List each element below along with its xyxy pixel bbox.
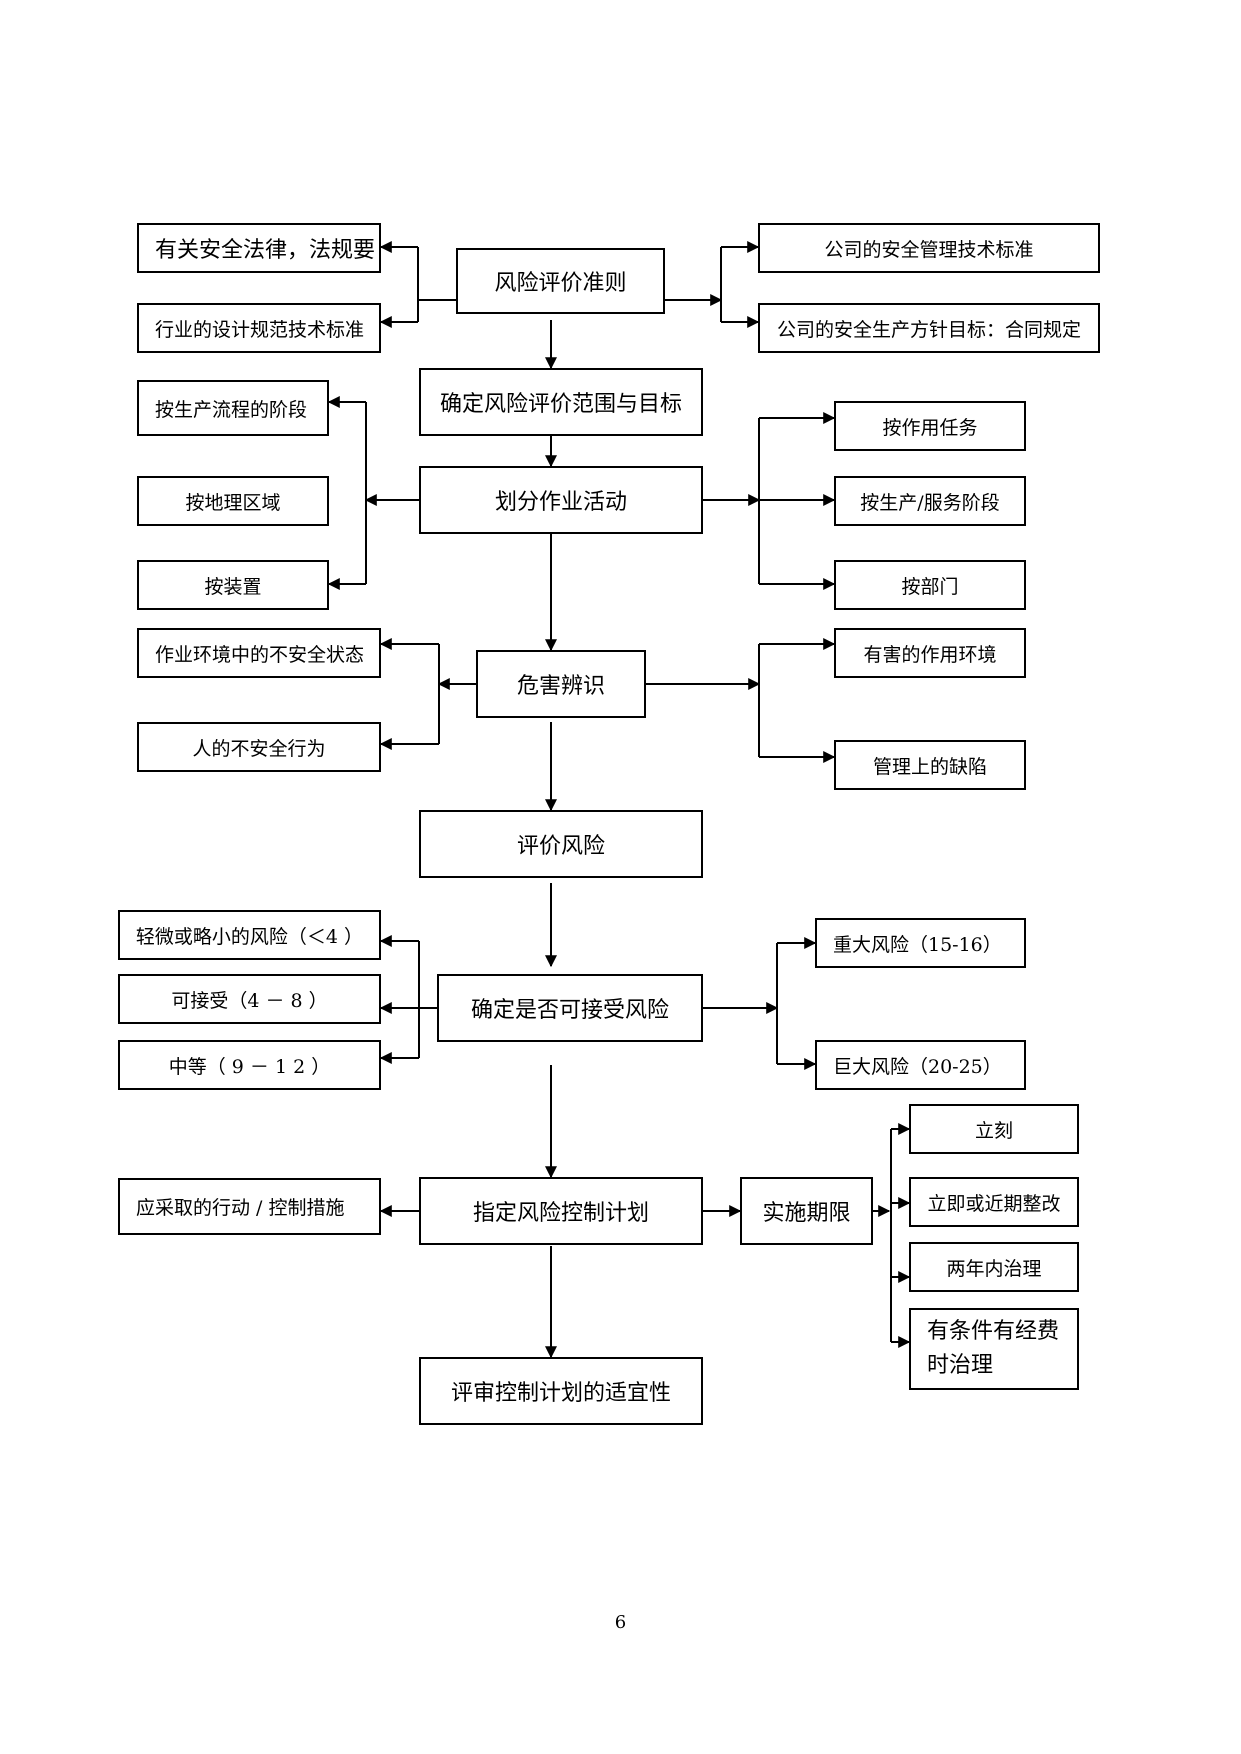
node-scope: 确定风险评价范围与目标 [419,368,703,436]
criteria-source-industry-standards: 行业的设计规范技术标准 [137,303,381,353]
divide-by-process-stage: 按生产流程的阶段 [137,380,329,436]
control-action-measures: 应采取的行动 / 控制措施 [118,1178,381,1235]
risk-level-minor: 轻微或略小的风险（＜4 ） [118,910,381,960]
node-divide: 划分作业活动 [419,466,703,534]
divide-by-task: 按作用任务 [834,401,1026,451]
page-number: 6 [614,1612,627,1633]
node-deadline: 实施期限 [740,1177,873,1245]
criteria-source-company-policy: 公司的安全生产方针目标：合同规定 [758,303,1100,353]
criteria-source-laws: 有关安全法律，法规要 [137,223,381,273]
deadline-within-two-years: 两年内治理 [909,1242,1079,1292]
risk-level-acceptable: 可接受（4 － 8 ） [118,974,381,1024]
hazard-management-defect: 管理上的缺陷 [834,740,1026,790]
divide-by-department: 按部门 [834,560,1026,610]
criteria-source-company-standards: 公司的安全管理技术标准 [758,223,1100,273]
divide-by-service-stage: 按生产/服务阶段 [834,476,1026,526]
risk-level-major: 重大风险（15-16） [815,918,1026,968]
divide-by-device: 按装置 [137,560,329,610]
node-criteria: 风险评价准则 [456,248,665,314]
node-acceptable: 确定是否可接受风险 [437,974,703,1042]
node-plan: 指定风险控制计划 [419,1177,703,1245]
hazard-unsafe-condition: 作业环境中的不安全状态 [137,628,381,678]
divide-by-geographic-area: 按地理区域 [137,476,329,526]
node-review: 评审控制计划的适宜性 [419,1357,703,1425]
hazard-harmful-environment: 有害的作用环境 [834,628,1026,678]
deadline-rectify-soon: 立即或近期整改 [909,1177,1079,1227]
risk-level-moderate: 中等（ 9 － 1 2 ） [118,1040,381,1090]
deadline-when-funded: 有条件有经费时治理 [909,1308,1079,1390]
node-evaluate: 评价风险 [419,810,703,878]
node-hazard: 危害辨识 [476,650,646,718]
hazard-unsafe-behavior: 人的不安全行为 [137,722,381,772]
deadline-immediately: 立刻 [909,1104,1079,1154]
risk-level-huge: 巨大风险（20-25） [815,1040,1026,1090]
